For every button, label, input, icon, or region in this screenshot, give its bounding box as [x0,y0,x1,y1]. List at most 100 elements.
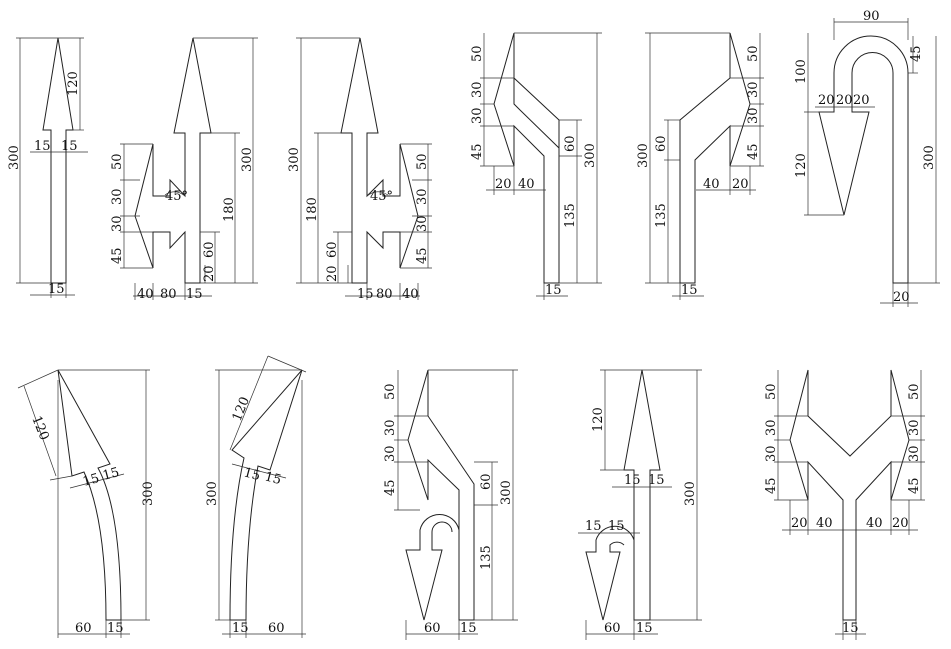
dim-label: 300 [287,147,302,172]
dim-label: 15 [608,519,625,534]
dim-label: 20 [325,265,340,282]
dim-label: 30 [470,107,485,124]
dim-label: 40 [703,177,720,192]
dim-label: 45 [909,45,924,62]
dim-label: 15 [81,471,101,490]
dim-label: 15 [624,473,641,488]
panel-left-right: 50 30 30 45 50 30 30 45 20 40 40 20 15 [764,369,925,640]
panel-straight: 300 120 15 15 15 [7,37,88,298]
u-turn-part-shape [405,514,460,621]
panel-straight-right: 300 180 60 20 45° 50 30 30 45 15 80 40 [287,37,432,302]
dim-label: 80 [376,287,393,302]
dim-label: 50 [110,153,125,170]
dim-label: 20 [853,93,870,108]
dim-label: 40 [816,516,833,531]
dim-label: 15 [107,621,124,636]
dim-label: 40 [137,287,154,302]
dim-label: 90 [863,9,880,24]
right-curve-arrow-shape [229,369,303,621]
right-turn-arrow-shape [679,32,751,284]
dim-label: 20 [202,265,217,282]
left-curve-arrow-shape [57,369,122,621]
dim-label: 120 [591,407,606,432]
left-right-arrow-shape [789,369,910,621]
left-arrow-part-shape [407,369,475,621]
dim-label: 30 [907,445,922,462]
dim-label: 300 [141,481,156,506]
dim-label: 45 [764,477,779,494]
dim-label: 30 [415,215,430,232]
dim-label: 40 [402,287,419,302]
dim-label: 50 [470,45,485,62]
dim-label: 60 [604,621,621,636]
dim-label: 45° [165,189,188,204]
dim-label: 20 [893,290,910,305]
dim-label: 100 [794,59,809,84]
dim-label: 15 [263,469,283,488]
dim-label: 60 [654,135,669,152]
panel-left-curve: 120 15 15 300 60 15 [17,369,156,638]
dim-label: 60 [424,621,441,636]
dim-label: 45 [746,143,761,160]
dim-label: 20 [892,516,909,531]
dim-label: 45 [110,247,125,264]
dim-label: 40 [866,516,883,531]
dim-label: 15 [101,465,121,484]
dim-label: 60 [75,621,92,636]
dim-label: 180 [305,197,320,222]
dim-label: 300 [499,480,514,505]
dim-label: 15 [585,519,602,534]
dim-label: 50 [383,383,398,400]
dim-label: 45 [470,143,485,160]
dim-label: 50 [415,153,430,170]
panel-left-turn-straight: 50 30 30 45 60 300 135 20 40 15 [470,32,602,300]
dim-label: 20 [791,516,808,531]
straight-part-shape [623,369,661,621]
dim-label: 120 [794,153,809,178]
dim-label: 120 [230,395,253,424]
dim-label: 300 [205,481,220,506]
straight-right-arrow-shape [340,37,419,284]
dim-label: 15 [34,139,51,154]
panel-straight-left: 50 30 30 45 45° 300 180 60 20 40 80 15 [110,37,258,302]
dim-label: 30 [383,419,398,436]
u-turn-arrow-shape [818,35,909,284]
dim-label: 30 [415,188,430,205]
dim-label: 15 [460,621,477,636]
dim-label: 45 [383,479,398,496]
dim-label: 30 [764,445,779,462]
dim-label: 15 [357,287,374,302]
dim-label: 15 [61,139,78,154]
dim-label: 30 [110,215,125,232]
dim-label: 15 [242,465,262,484]
straight-left-arrow-shape [134,37,212,284]
dim-label: 135 [563,203,578,228]
dim-label: 20 [836,93,853,108]
straight-arrow-shape [42,37,74,284]
dim-label: 50 [746,45,761,62]
dim-label: 15 [648,473,665,488]
dim-label: 300 [7,145,22,170]
dim-label: 30 [746,81,761,98]
dim-label: 15 [545,283,562,298]
dim-label: 30 [907,419,922,436]
dim-label: 20 [732,177,749,192]
dim-label: 45° [370,189,393,204]
dim-label: 40 [518,177,535,192]
dim-label: 60 [325,241,340,258]
dim-label: 135 [654,203,669,228]
left-turn-arrow-shape [493,32,560,284]
dim-label: 135 [479,545,494,570]
dim-label: 30 [383,445,398,462]
dim-label: 60 [202,241,217,258]
dim-label: 30 [470,81,485,98]
dim-label: 300 [922,145,937,170]
u-turn-part-shape [585,525,635,621]
dim-label: 15 [636,621,653,636]
dim-label: 15 [842,621,859,636]
dim-label: 50 [764,383,779,400]
dim-label: 60 [479,473,494,490]
dim-label: 120 [28,414,51,443]
dim-label: 45 [415,247,430,264]
dim-label: 30 [110,188,125,205]
